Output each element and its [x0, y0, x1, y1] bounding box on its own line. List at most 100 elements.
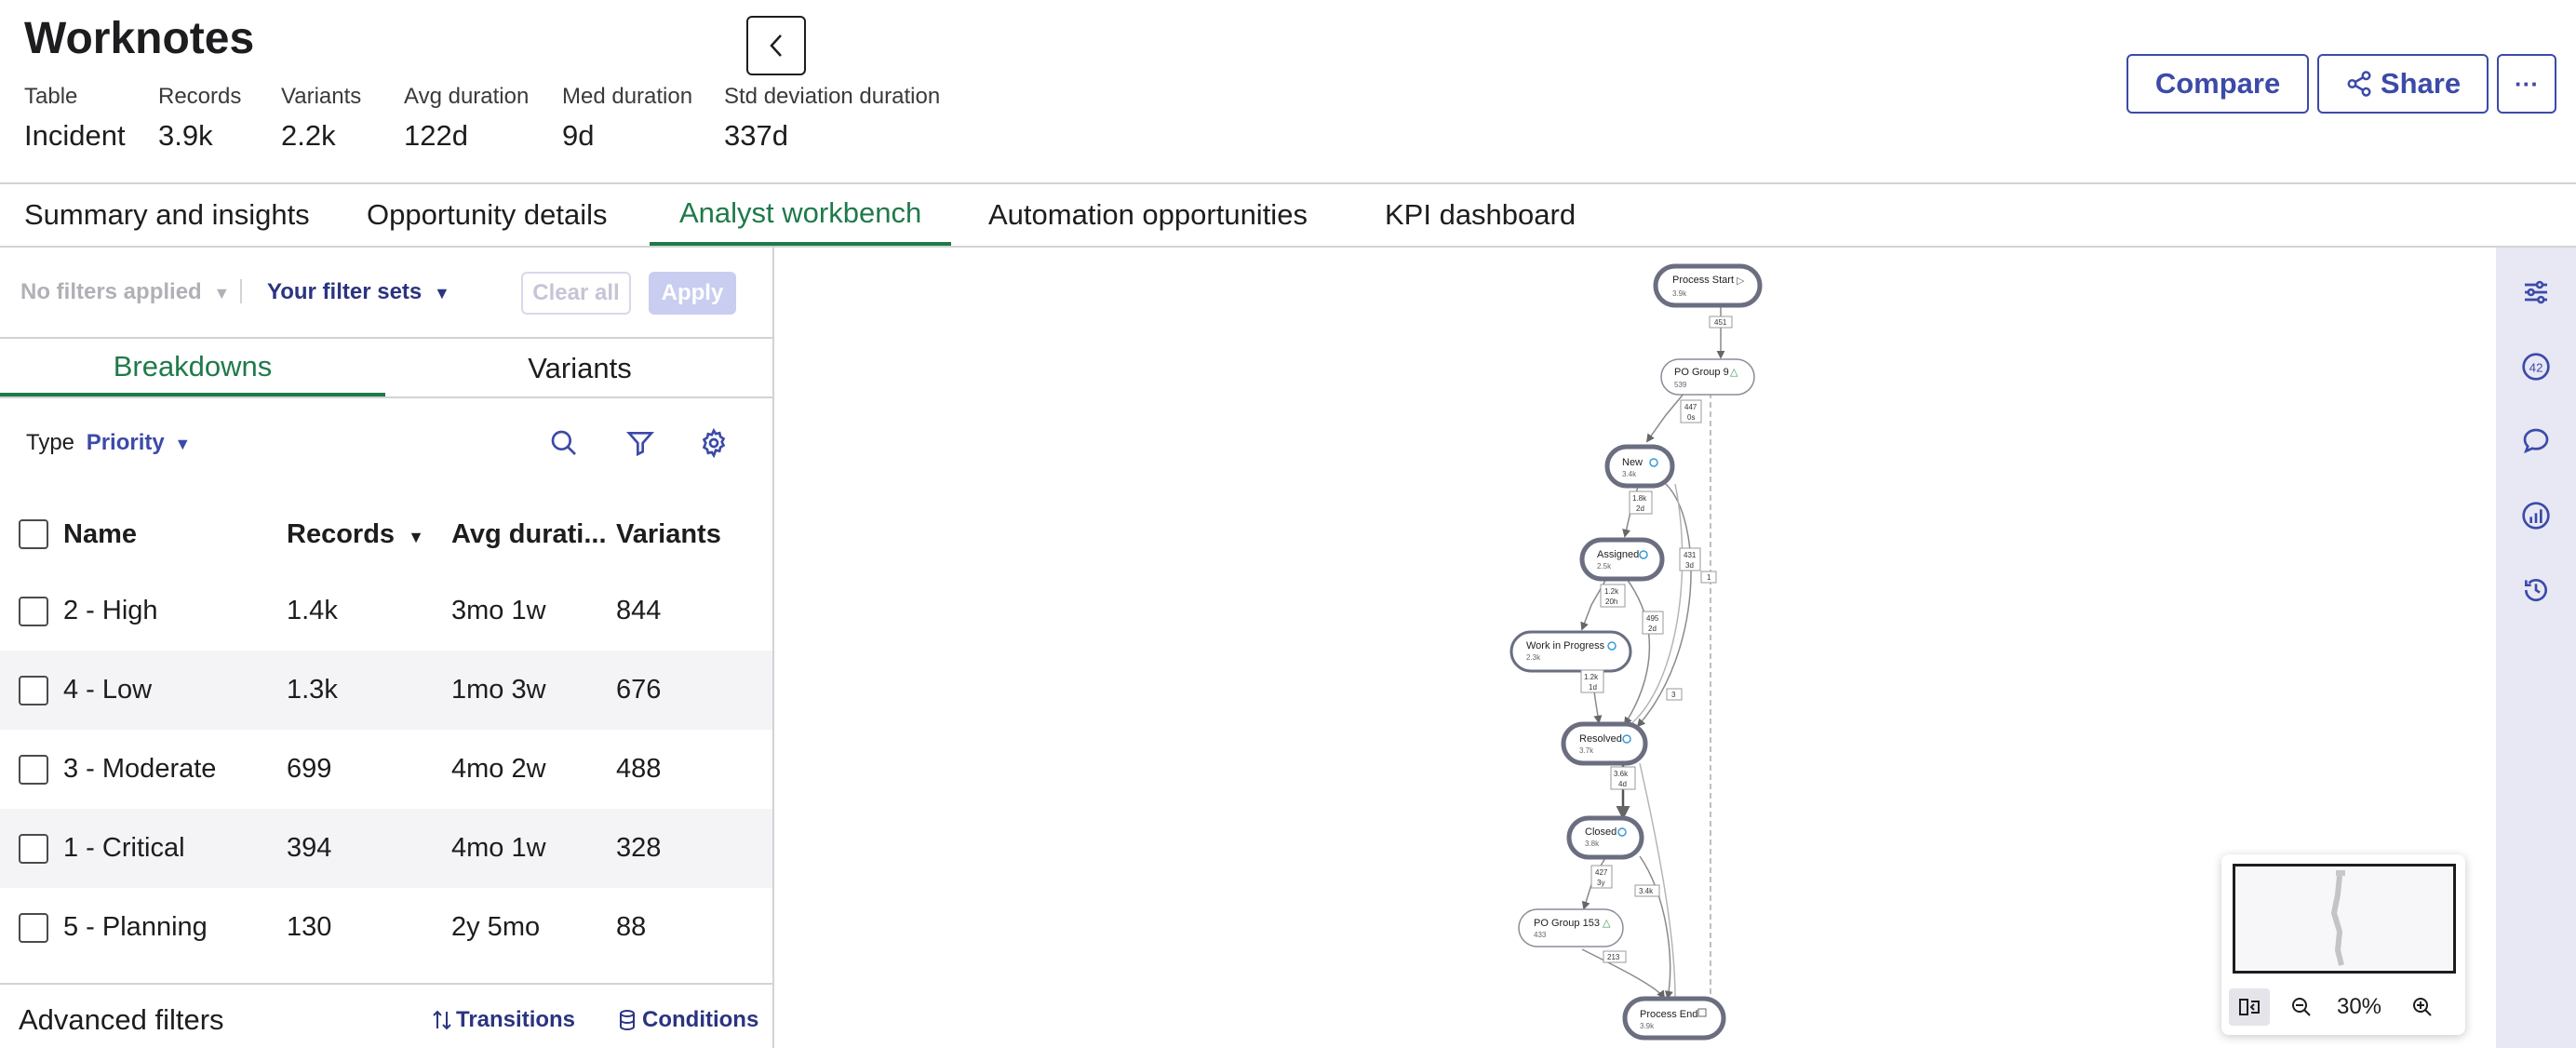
svg-text:Process End: Process End — [1640, 1009, 1697, 1020]
search-button[interactable] — [547, 426, 581, 460]
fit-view-button[interactable] — [2229, 988, 2270, 1026]
svg-text:433: 433 — [1534, 931, 1547, 939]
svg-text:Resolved: Resolved — [1579, 733, 1622, 745]
subtab-variants[interactable]: Variants — [528, 352, 632, 384]
chat-bubble-icon — [2523, 428, 2549, 454]
column-header-variants[interactable]: Variants — [616, 518, 721, 549]
process-node[interactable]: PO Group 153 433 △ — [1518, 908, 1624, 947]
filter-bar: No filters applied ▼ Your filter sets ▼ … — [0, 248, 774, 339]
zoom-in-button[interactable] — [2402, 988, 2443, 1026]
edge-label[interactable]: 495 2d — [1642, 611, 1664, 635]
edge-label[interactable]: 1 — [1700, 571, 1717, 584]
tab-kpi-dashboard[interactable]: KPI dashboard — [1385, 198, 1576, 231]
type-selector[interactable]: Type Priority ▼ — [26, 430, 192, 455]
process-node[interactable]: Resolved 3.7k — [1561, 721, 1648, 766]
filter-sets-dropdown[interactable]: Your filter sets ▼ — [267, 279, 450, 304]
process-node[interactable]: Closed 3.8k — [1566, 815, 1644, 860]
process-node[interactable]: Assigned 2.5k — [1579, 537, 1665, 582]
advanced-filters-title: Advanced filters — [19, 1003, 224, 1036]
apply-button[interactable]: Apply — [649, 272, 736, 315]
row-checkbox[interactable] — [19, 912, 48, 943]
minimap-viewport[interactable] — [2233, 864, 2456, 974]
comments-button[interactable] — [2517, 423, 2555, 460]
history-icon — [2525, 579, 2547, 601]
no-filters-dropdown[interactable]: No filters applied ▼ — [20, 279, 231, 304]
process-node[interactable]: Work in Progress 2.3k — [1509, 630, 1632, 673]
status-icon — [1607, 641, 1617, 651]
process-node[interactable]: Process End 3.9k — [1622, 996, 1726, 1041]
svg-text:3y: 3y — [1597, 879, 1604, 887]
minimap-preview — [2330, 870, 2345, 966]
column-header-name[interactable]: Name — [63, 518, 137, 549]
table-row[interactable]: 5 - Planning 130 2y 5mo 88 — [0, 888, 772, 967]
svg-text:3.6k: 3.6k — [1614, 770, 1629, 778]
process-node[interactable]: Process Start 3.9k ▷ — [1653, 263, 1763, 308]
select-all-checkbox[interactable] — [19, 519, 48, 549]
svg-text:539: 539 — [1674, 381, 1687, 389]
svg-text:1.2k: 1.2k — [1604, 587, 1619, 596]
more-options-button[interactable]: ··· — [2497, 54, 2556, 114]
table-row[interactable]: 4 - Low 1.3k 1mo 3w 676 — [0, 651, 772, 730]
edge-label[interactable]: 1.2k 1d — [1580, 669, 1604, 693]
share-button[interactable]: Share — [2317, 54, 2489, 114]
row-checkbox[interactable] — [19, 833, 48, 864]
row-checkbox[interactable] — [19, 675, 48, 705]
tab-opportunity-details[interactable]: Opportunity details — [367, 198, 608, 231]
zoom-out-button[interactable] — [2281, 988, 2322, 1026]
history-button[interactable] — [2517, 571, 2555, 609]
svg-text:PO Group 9: PO Group 9 — [1674, 367, 1729, 378]
edge-label[interactable]: 451 — [1709, 316, 1733, 329]
svg-text:Work in Progress: Work in Progress — [1526, 640, 1605, 652]
transitions-button[interactable]: Transitions — [432, 1007, 575, 1033]
settings-button[interactable] — [697, 426, 731, 460]
svg-text:427: 427 — [1595, 868, 1608, 877]
table-row[interactable]: 2 - High 1.4k 3mo 1w 844 — [0, 571, 772, 651]
compare-button[interactable]: Compare — [2127, 54, 2309, 114]
table-row[interactable]: 3 - Moderate 699 4mo 2w 488 — [0, 730, 772, 809]
svg-text:PO Group 153: PO Group 153 — [1534, 918, 1600, 929]
svg-text:20h: 20h — [1605, 598, 1617, 606]
edge-label[interactable]: 213 — [1603, 950, 1627, 963]
chevron-down-icon: ▼ — [213, 284, 231, 302]
edge-label[interactable]: 3 — [1666, 688, 1683, 701]
advanced-filters-bar: Advanced filters Transitions Conditions — [0, 983, 772, 1048]
process-node[interactable]: PO Group 9 539 △ — [1660, 358, 1755, 396]
collapse-panel-button[interactable] — [746, 16, 806, 75]
subtab-breakdowns[interactable]: Breakdowns — [0, 341, 385, 396]
clear-all-button[interactable]: Clear all — [521, 272, 631, 315]
analytics-button[interactable] — [2517, 497, 2555, 534]
svg-text:3d: 3d — [1685, 561, 1694, 570]
edge-label[interactable]: 1.8k 2d — [1629, 490, 1653, 515]
edge-label[interactable]: 3.4k — [1634, 884, 1660, 897]
column-header-avg-duration[interactable]: Avg durati... — [451, 518, 607, 549]
filter-button[interactable] — [624, 426, 657, 460]
column-header-records[interactable]: Records ▼ — [287, 518, 424, 549]
minimap-panel: 30% — [2221, 854, 2465, 1035]
process-map[interactable]: Process Start 3.9k ▷ PO Group 9 539 △ Ne… — [776, 248, 2496, 1048]
fit-view-icon — [2239, 999, 2260, 1015]
svg-text:3.9k: 3.9k — [1672, 289, 1687, 298]
edge-label[interactable]: 431 3d — [1679, 547, 1701, 571]
tab-analyst-workbench[interactable]: Analyst workbench — [650, 184, 952, 246]
adjustments-button[interactable] — [2517, 274, 2555, 311]
svg-text:Process Start: Process Start — [1672, 275, 1734, 286]
svg-text:2d: 2d — [1636, 504, 1644, 513]
number-badge-icon: 42 — [2522, 353, 2550, 381]
metrics-button[interactable]: 42 — [2517, 348, 2555, 385]
row-checkbox[interactable] — [19, 596, 48, 626]
edge-label[interactable]: 447 0s — [1680, 399, 1702, 423]
edge-label[interactable]: 427 3y — [1590, 865, 1613, 889]
table-row[interactable]: 1 - Critical 394 4mo 1w 328 — [0, 809, 772, 888]
tab-summary-and-insights[interactable]: Summary and insights — [24, 198, 310, 231]
tab-automation-opportunities[interactable]: Automation opportunities — [988, 198, 1308, 231]
stat-avg-duration: Avg duration 122d — [404, 84, 530, 152]
process-map-canvas[interactable]: Process Start 3.9k ▷ PO Group 9 539 △ Ne… — [776, 248, 2496, 1048]
zoom-out-icon — [2292, 998, 2311, 1016]
conditions-button[interactable]: Conditions — [618, 1007, 758, 1033]
row-checkbox[interactable] — [19, 754, 48, 785]
edge-label[interactable]: 3.6k 4d — [1610, 766, 1636, 790]
zoom-in-icon — [2413, 998, 2432, 1016]
edge-label[interactable]: 1.2k 20h — [1600, 584, 1626, 608]
database-icon — [620, 1010, 635, 1031]
process-node[interactable]: New 3.4k — [1604, 444, 1675, 489]
